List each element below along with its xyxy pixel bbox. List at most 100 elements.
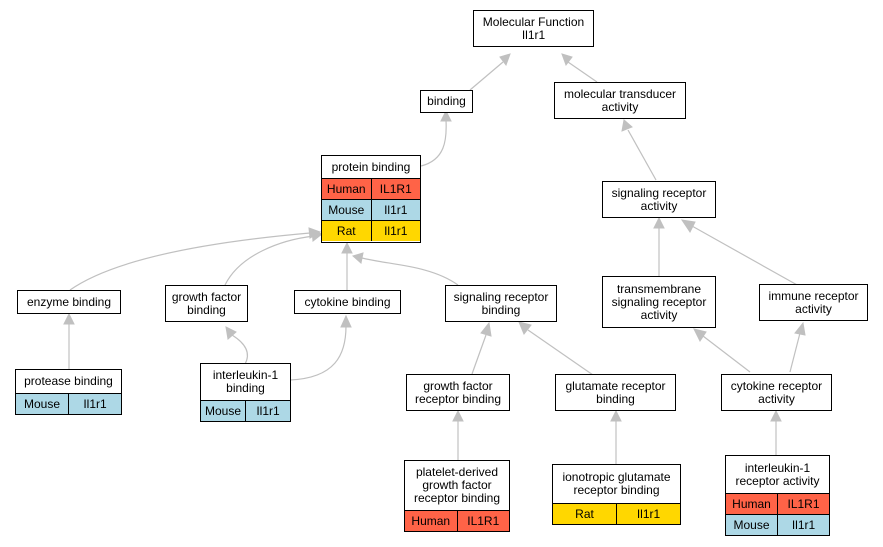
node-growth-factor-binding[interactable]: growth factor binding <box>165 285 248 322</box>
species-cell: Mouse <box>201 401 245 421</box>
node-label: interleukin-1 <box>212 368 279 382</box>
node-label: signaling receptor <box>453 289 549 304</box>
node-label: activity <box>795 301 832 316</box>
edge-arrow <box>499 53 511 67</box>
node-label: binding <box>427 94 466 108</box>
edge-sigrec-to-transducer <box>627 129 657 181</box>
node-cytokine-binding[interactable]: cytokine binding <box>294 290 401 314</box>
node-binding[interactable]: binding <box>420 90 473 113</box>
species-row-human: Human IL1R1 <box>322 178 420 199</box>
node-label: binding <box>187 302 226 317</box>
species-cell: Mouse <box>16 394 68 414</box>
edge-arrow <box>561 53 573 67</box>
node-interleukin-1-binding[interactable]: interleukin-1 binding Mouse Il1r1 <box>200 363 291 422</box>
edge-gfreceptor-to-sigrecbinding <box>471 334 487 375</box>
edge-arrow <box>480 321 492 337</box>
species-cell: Human <box>322 179 371 199</box>
node-immune-receptor-activity[interactable]: immune receptor activity <box>759 284 868 321</box>
gene-cell: IL1R1 <box>456 511 509 531</box>
node-protein-binding[interactable]: protein binding Human IL1R1 Mouse Il1r1 … <box>321 155 421 243</box>
species-cell: Mouse <box>726 515 777 535</box>
edge-binding-to-root <box>469 61 504 91</box>
edge-transducer-to-root <box>567 61 598 83</box>
node-label: immune receptor <box>768 288 859 303</box>
node-label: activity <box>640 307 678 322</box>
node-label: activity <box>601 99 639 114</box>
node-signaling-receptor-binding[interactable]: signaling receptor binding <box>445 285 557 322</box>
node-transmembrane-signaling-receptor-activity[interactable]: transmembrane signaling receptor activit… <box>602 276 716 328</box>
node-label: signaling receptor <box>611 185 707 200</box>
node-label: glutamate receptor <box>565 378 666 393</box>
node-molecular-function-root[interactable]: Molecular Function Il1r1 <box>473 10 594 47</box>
edge-enzyme-to-protein <box>69 232 311 291</box>
edge-arrow <box>621 119 633 132</box>
edge-growthfactor-to-protein <box>224 235 315 286</box>
node-label: platelet-derived <box>415 465 499 479</box>
edge-arrow <box>340 314 352 328</box>
node-label: binding <box>226 381 265 395</box>
node-protease-binding[interactable]: protease binding Mouse Il1r1 <box>15 369 122 415</box>
gene-cell: Il1r1 <box>370 221 420 241</box>
edge-arrow <box>63 312 75 325</box>
species-row-mouse: Mouse Il1r1 <box>726 514 829 535</box>
edge-arrow <box>341 241 353 254</box>
node-ionotropic-glutamate-receptor-binding[interactable]: ionotropic glutamate receptor binding Ra… <box>552 464 681 525</box>
node-label: growth factor <box>423 378 493 393</box>
gene-cell: Il1r1 <box>370 200 420 220</box>
node-growth-factor-receptor-binding[interactable]: growth factor receptor binding <box>406 374 510 411</box>
edge-arrow <box>653 216 665 229</box>
edge-immune-to-sigrec <box>691 225 800 287</box>
edge-arrow <box>440 109 452 122</box>
species-cell: Mouse <box>322 200 371 220</box>
node-label: Molecular Function <box>482 14 585 29</box>
node-enzyme-binding[interactable]: enzyme binding <box>17 290 121 314</box>
node-label: molecular transducer <box>563 86 677 101</box>
node-label: signaling receptor <box>611 294 707 309</box>
node-label: binding <box>481 302 521 317</box>
edge-arrow <box>518 321 532 335</box>
gene-cell: Il1r1 <box>245 401 290 421</box>
species-row-human: Human IL1R1 <box>726 493 829 514</box>
edge-arrow <box>693 328 707 342</box>
species-cell: Rat <box>553 504 616 524</box>
edge-glutamate-to-sigrecbinding <box>527 329 594 376</box>
node-label: binding <box>596 391 635 406</box>
gene-cell: Il1r1 <box>68 394 121 414</box>
node-label: Il1r1 <box>521 27 546 42</box>
gene-cell: IL1R1 <box>370 179 420 199</box>
edge-cytokinerec-to-transmembrane <box>702 335 751 373</box>
node-label: activity <box>640 198 678 213</box>
edge-arrow <box>351 252 364 264</box>
node-label: receptor binding <box>414 391 502 406</box>
node-cytokine-receptor-activity[interactable]: cytokine receptor activity <box>721 374 832 411</box>
node-label: activity <box>758 391 795 406</box>
node-label: cytokine receptor <box>730 378 823 393</box>
edge-il1-to-growthfactor <box>231 334 248 365</box>
species-row-mouse: Mouse Il1r1 <box>322 199 420 220</box>
node-interleukin-1-receptor-activity[interactable]: interleukin-1 receptor activity Human IL… <box>725 455 830 536</box>
node-glutamate-receptor-binding[interactable]: glutamate receptor binding <box>555 374 676 411</box>
species-cell: Human <box>726 494 777 514</box>
node-signaling-receptor-activity[interactable]: signaling receptor activity <box>602 181 716 218</box>
node-label: cytokine binding <box>304 294 391 309</box>
node-platelet-derived-growth-factor-receptor-binding[interactable]: platelet-derived growth factor receptor … <box>404 460 510 532</box>
node-label: interleukin-1 <box>744 460 811 475</box>
species-row-mouse: Mouse Il1r1 <box>16 393 121 414</box>
edge-arrow <box>770 409 782 422</box>
node-label: transmembrane <box>616 281 702 296</box>
species-cell: Rat <box>322 221 371 241</box>
node-label: receptor activity <box>735 473 820 488</box>
species-row-human: Human IL1R1 <box>405 510 509 531</box>
node-label: enzyme binding <box>26 294 112 309</box>
edge-arrow <box>311 230 324 242</box>
node-molecular-transducer-activity[interactable]: molecular transducer activity <box>554 82 686 119</box>
species-cell: Human <box>405 511 457 531</box>
edge-arrow <box>225 326 237 340</box>
edge-arrow <box>794 321 806 336</box>
edge-cytokinerec-to-immune <box>789 332 801 373</box>
gene-cell: Il1r1 <box>777 515 829 535</box>
gene-cell: Il1r1 <box>616 504 680 524</box>
edge-arrow <box>610 409 622 422</box>
edge-sigrecbinding-to-protein <box>361 257 459 286</box>
